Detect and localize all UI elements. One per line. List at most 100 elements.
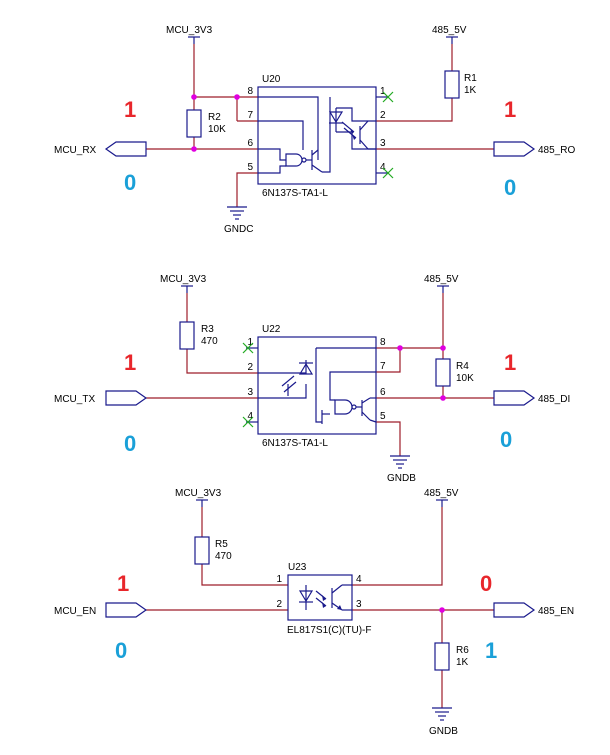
logic-state-high: 1	[117, 571, 129, 596]
no-connect-icon	[242, 342, 258, 354]
resistor-r3[interactable]: R3 470	[179, 321, 218, 350]
pin-number: 2	[247, 362, 253, 373]
pin-number: 4	[380, 162, 386, 173]
ground-symbol: GNDC	[224, 206, 253, 235]
junction-dot	[234, 94, 240, 100]
no-connect-icon	[376, 167, 394, 179]
resistor-value: 470	[215, 551, 232, 562]
logic-state-high: 1	[124, 350, 136, 375]
pin-number: 7	[247, 110, 253, 121]
port-485-en[interactable]: 485_EN	[493, 602, 574, 618]
wire-pin8-pin7	[376, 348, 401, 373]
pin-number: 8	[380, 337, 386, 348]
net-label-vcc-out: 485_5V	[424, 488, 459, 499]
pin-number: 4	[356, 574, 362, 585]
led-icon	[298, 590, 314, 603]
pin-number: 5	[247, 162, 253, 173]
pin-number: 1	[247, 337, 253, 348]
resistor-ref: R2	[208, 112, 221, 123]
port-label: MCU_EN	[54, 606, 96, 617]
wire-5v-pin4	[352, 507, 443, 586]
port-mcu-rx[interactable]: MCU_RX	[54, 141, 147, 157]
nand-gate-icon	[285, 153, 303, 167]
net-label-vcc-out: 485_5V	[424, 274, 459, 285]
pin-number: 3	[356, 599, 362, 610]
no-connect-icon	[242, 416, 258, 428]
resistor-value: 10K	[456, 373, 474, 384]
power-symbol-mcu-3v3: MCU_3V3	[160, 274, 207, 293]
port-mcu-tx[interactable]: MCU_TX	[54, 390, 148, 406]
resistor-r1[interactable]: R1 1K	[444, 70, 477, 99]
net-label-vcc: MCU_3V3	[175, 488, 222, 499]
logic-state-low: 1	[485, 638, 497, 663]
logic-state-low: 0	[504, 175, 516, 200]
net-label-vcc-out: 485_5V	[432, 25, 467, 36]
pin-number: 3	[247, 387, 253, 398]
wire-pin5-gnd	[376, 421, 401, 456]
resistor-ref: R1	[464, 73, 477, 84]
pin-number: 6	[247, 138, 253, 149]
port-485-ro[interactable]: 485_RO	[493, 141, 575, 157]
ic-part-number: 6N137S-TA1-L	[262, 188, 328, 199]
led-icon	[298, 362, 314, 375]
port-485-di[interactable]: 485_DI	[493, 390, 570, 406]
ic-u20[interactable]: U20 6N137S-TA1-L 8 7 6 5 1 2 3 4	[247, 74, 386, 199]
circuit-u22: MCU_3V3 485_5V R3 470 R4 10K	[54, 274, 570, 484]
wire-r3-pin2	[186, 349, 258, 374]
power-symbol-mcu-3v3: MCU_3V3	[175, 488, 222, 507]
ic-ref: U22	[262, 324, 281, 335]
ic-part-number: EL817S1(C)(TU)-F	[287, 625, 371, 636]
net-label-vcc: MCU_3V3	[160, 274, 207, 285]
logic-state-high: 1	[124, 97, 136, 122]
logic-state-low: 0	[124, 170, 136, 195]
ic-u23[interactable]: U23 EL817S1(C)(TU)-F 1 2 4 3	[276, 562, 371, 636]
junction-dot	[397, 345, 403, 351]
logic-state-low: 0	[124, 431, 136, 456]
ic-u22[interactable]: U22 6N137S-TA1-L 1 2 3 4 8 7 6 5	[247, 324, 386, 449]
resistor-ref: R6	[456, 645, 469, 656]
resistor-value: 1K	[464, 85, 477, 96]
resistor-ref: R4	[456, 361, 469, 372]
pin-number: 7	[380, 361, 386, 372]
logic-state-low: 0	[115, 638, 127, 663]
circuit-u20: MCU_3V3 485_5V R2 10K R1 1K	[54, 25, 575, 235]
pin-number: 2	[380, 110, 386, 121]
net-label-gnd: GNDB	[429, 726, 458, 737]
no-connect-icon	[376, 91, 394, 103]
circuit-u23: MCU_3V3 485_5V R5 470 R6 1K U23 EL817S1	[54, 488, 574, 737]
ic-ref: U20	[262, 74, 281, 85]
resistor-r4[interactable]: R4 10K	[435, 358, 474, 387]
junction-dot	[191, 94, 197, 100]
power-symbol-485-5v: 485_5V	[432, 25, 467, 44]
net-label-gnd: GNDB	[387, 473, 416, 484]
port-label: MCU_RX	[54, 145, 97, 156]
pin-number: 6	[380, 387, 386, 398]
junction-dot	[191, 146, 197, 152]
resistor-ref: R3	[201, 324, 214, 335]
resistor-value: 1K	[456, 657, 469, 668]
ic-ref: U23	[288, 562, 307, 573]
pin-number: 1	[380, 86, 386, 97]
led-icon	[328, 111, 344, 124]
resistor-r6[interactable]: R6 1K	[434, 642, 469, 671]
resistor-r2[interactable]: R2 10K	[186, 109, 226, 138]
power-symbol-mcu-3v3: MCU_3V3	[166, 25, 213, 44]
logic-state-high: 1	[504, 97, 516, 122]
port-label: 485_RO	[538, 145, 575, 156]
ground-symbol: GNDB	[429, 707, 458, 737]
pin-number: 8	[247, 86, 253, 97]
port-mcu-en[interactable]: MCU_EN	[54, 602, 148, 618]
pin-number: 1	[276, 574, 282, 585]
power-symbol-485-5v: 485_5V	[424, 488, 459, 507]
pin-number: 4	[247, 411, 253, 422]
resistor-ref: R5	[215, 539, 228, 550]
resistor-value: 10K	[208, 124, 226, 135]
port-label: 485_DI	[538, 394, 570, 405]
pin-number: 5	[380, 411, 386, 422]
pin-number: 3	[380, 138, 386, 149]
junction-dot	[439, 607, 445, 613]
logic-state-high: 1	[504, 350, 516, 375]
junction-dot	[440, 345, 446, 351]
resistor-r5[interactable]: R5 470	[194, 536, 232, 565]
